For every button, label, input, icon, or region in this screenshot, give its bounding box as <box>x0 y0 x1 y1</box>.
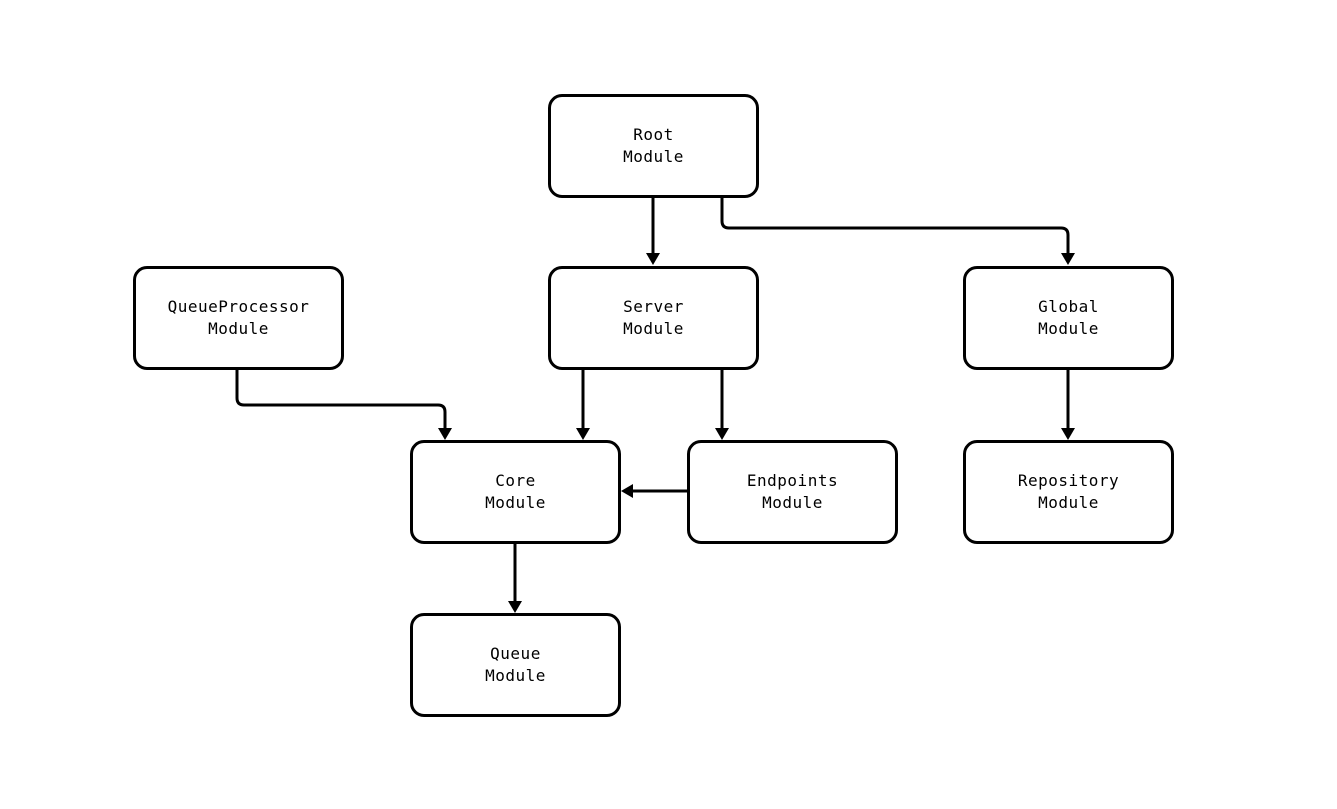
node-queueprocessor-module[interactable]: QueueProcessor Module <box>133 266 344 370</box>
node-root-module[interactable]: Root Module <box>548 94 759 198</box>
node-queue-module-label-line1: Queue <box>490 644 541 663</box>
node-repository-module-label-line2: Module <box>1038 493 1099 512</box>
node-global-module[interactable]: Global Module <box>963 266 1174 370</box>
node-root-module-label-line1: Root <box>633 125 674 144</box>
node-global-module-label-line2: Module <box>1038 319 1099 338</box>
node-core-module[interactable]: Core Module <box>410 440 621 544</box>
node-server-module-label-line1: Server <box>623 297 684 316</box>
node-endpoints-module-label-line1: Endpoints <box>746 471 839 490</box>
node-queueprocessor-module-label-line2: Module <box>208 319 269 338</box>
edge-root-to-global <box>720 198 1075 265</box>
edge-server-to-core <box>576 370 590 440</box>
node-repository-module[interactable]: Repository Module <box>963 440 1174 544</box>
edge-server-to-endpoints <box>715 370 729 440</box>
edge-root-to-server <box>646 198 660 265</box>
node-server-module-label-line2: Module <box>623 319 684 338</box>
node-queueprocessor-module-label-line1: QueueProcessor <box>167 297 310 316</box>
node-endpoints-module[interactable]: Endpoints Module <box>687 440 898 544</box>
edge-queueprocessor-to-core <box>235 370 452 440</box>
node-root-module-label-line2: Module <box>623 147 684 166</box>
node-core-module-label-line2: Module <box>485 493 546 512</box>
node-queue-module[interactable]: Queue Module <box>410 613 621 717</box>
node-core-module-label-line1: Core <box>495 471 536 490</box>
node-server-module[interactable]: Server Module <box>548 266 759 370</box>
edge-core-to-queue <box>508 544 522 613</box>
node-endpoints-module-label-line2: Module <box>762 493 823 512</box>
node-queue-module-label-line2: Module <box>485 666 546 685</box>
edge-endpoints-to-core <box>621 484 687 498</box>
node-repository-module-label-line1: Repository <box>1017 471 1120 490</box>
node-global-module-label-line1: Global <box>1038 297 1099 316</box>
edge-global-to-repository <box>1061 370 1075 440</box>
